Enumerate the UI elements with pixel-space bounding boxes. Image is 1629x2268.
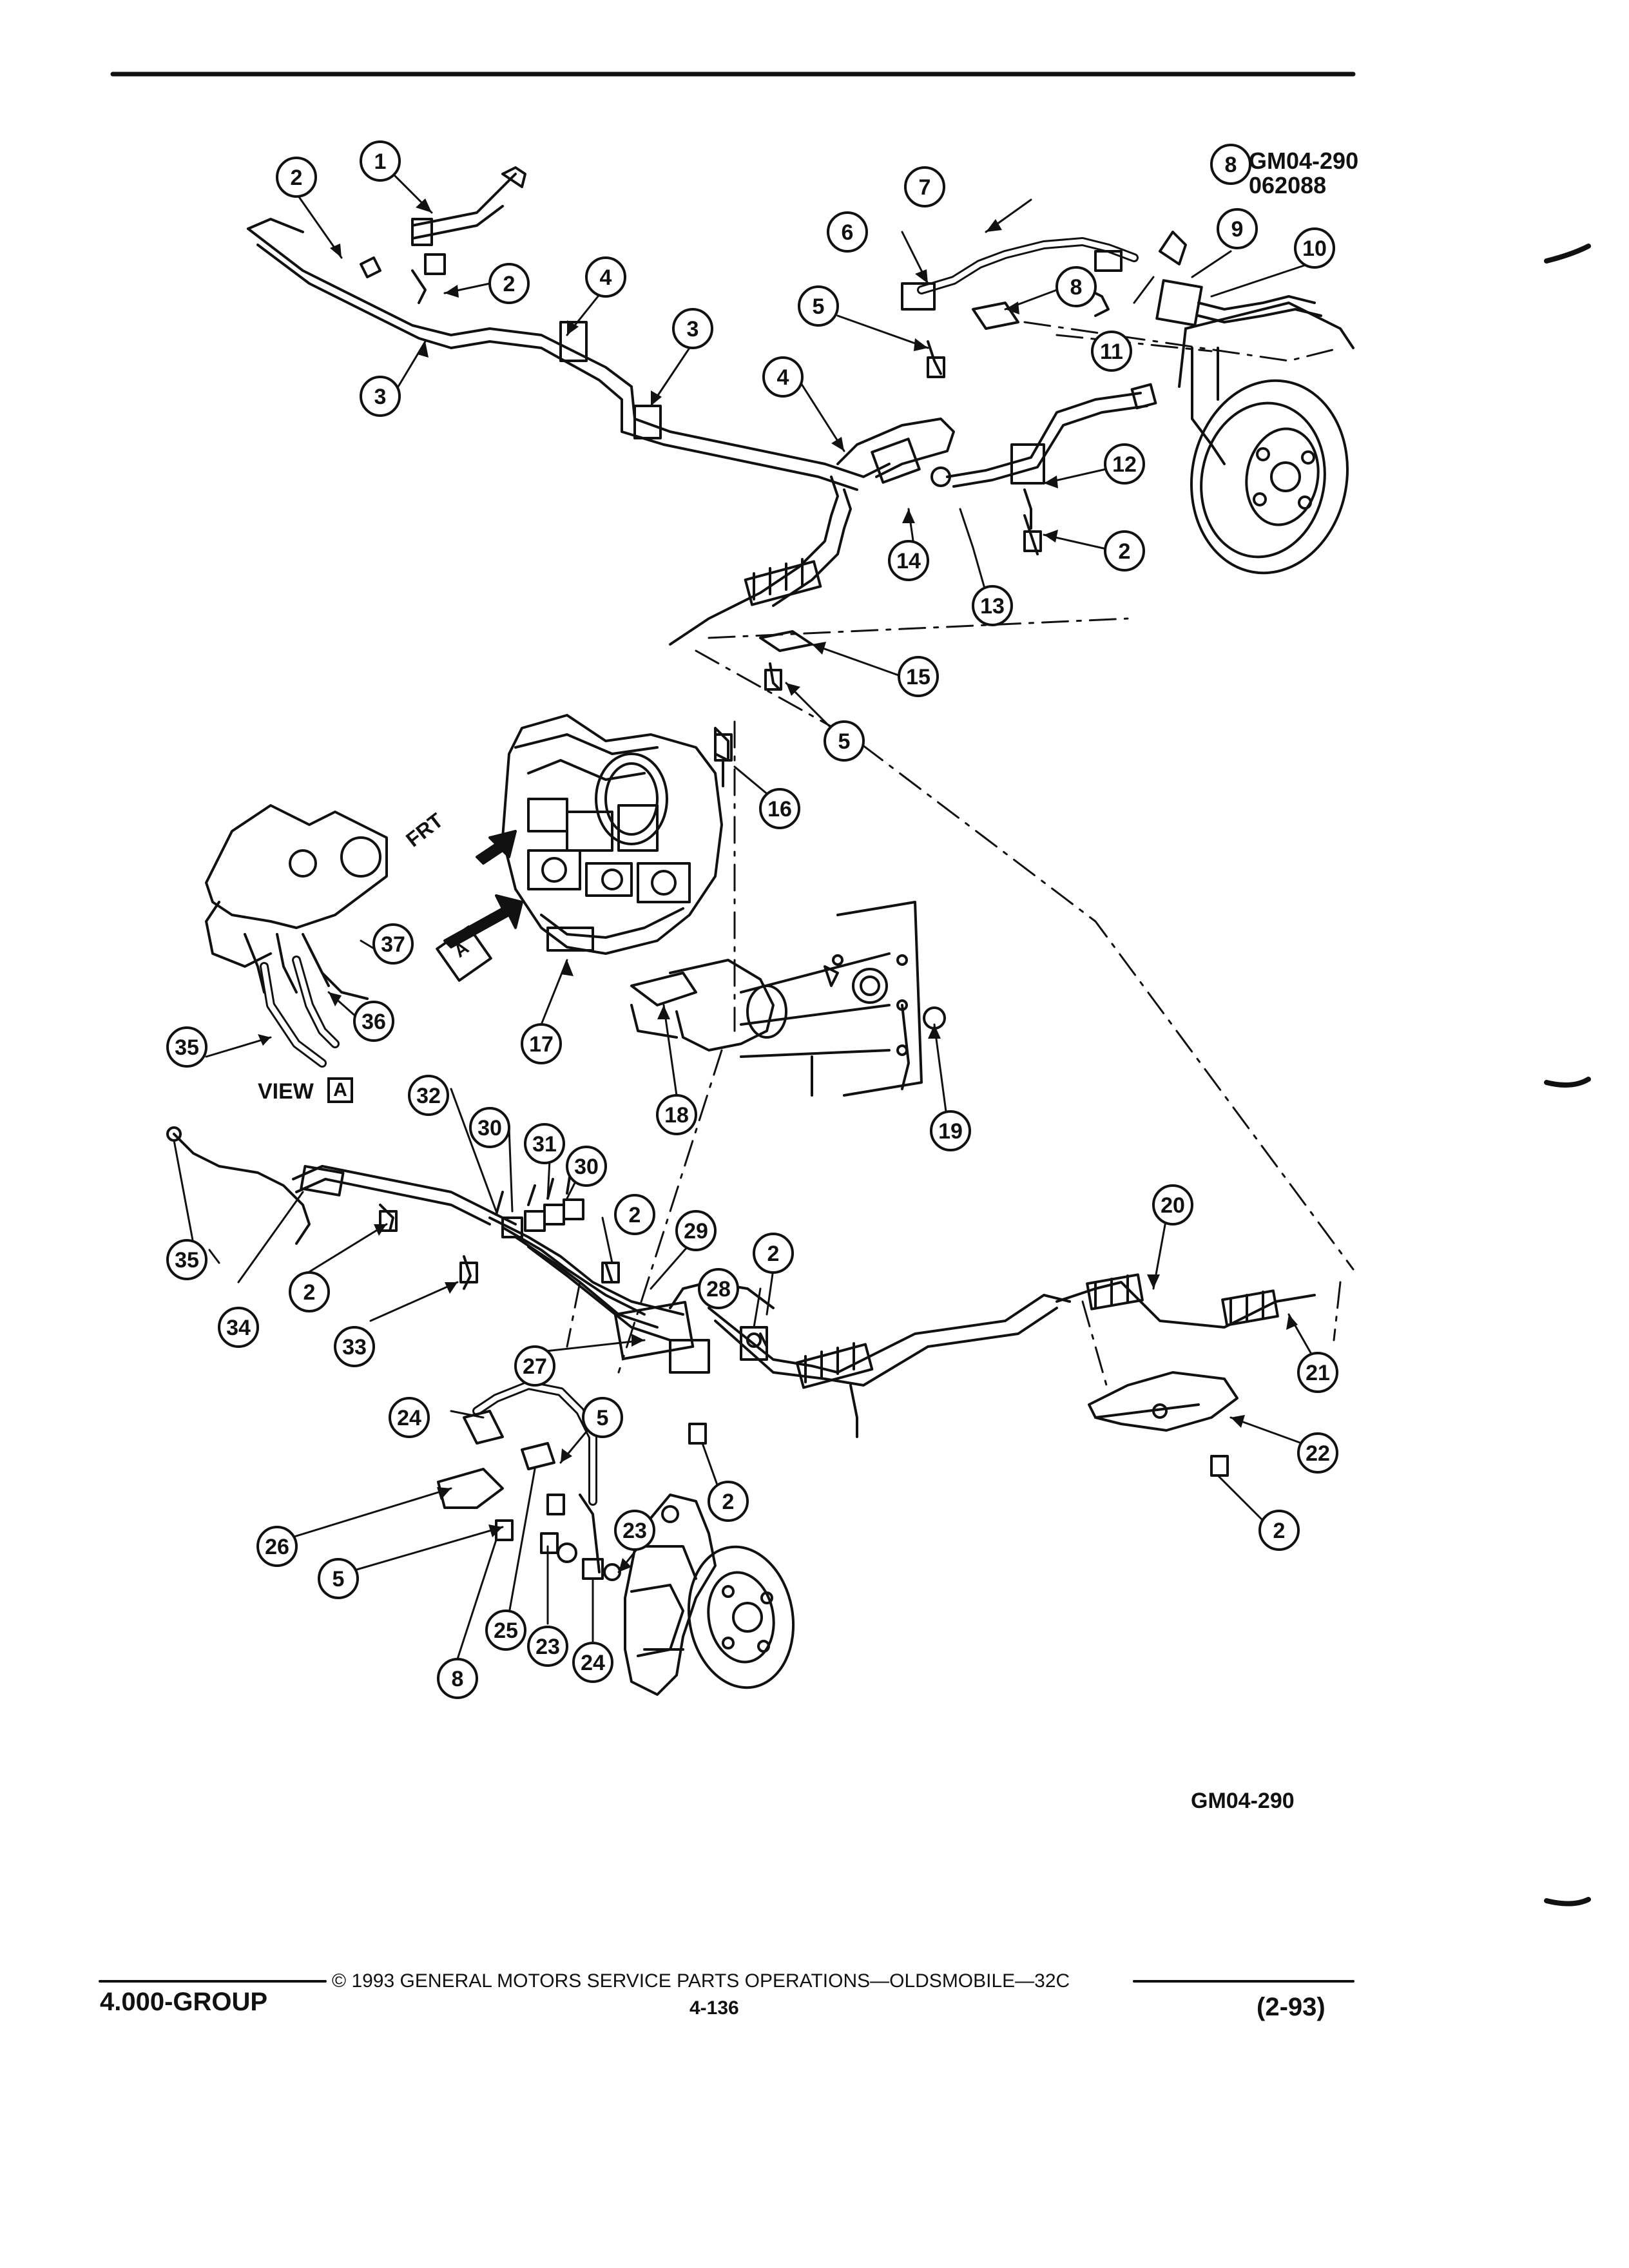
front-arrow [436,830,523,982]
callout-24: 24 [581,1651,605,1675]
callout-8: 8 [1070,275,1083,300]
callout-1: 1 [374,149,387,174]
footer-copyright: © 1993 GENERAL MOTORS SERVICE PARTS OPER… [332,1970,1070,1992]
callout-16: 16 [767,797,792,822]
callout-2: 2 [304,1280,316,1305]
callout-2: 2 [629,1203,641,1227]
rear-brake-pipe-assembly [247,166,1157,646]
fasteners-top [360,256,1042,555]
callout-8: 8 [1225,153,1237,177]
callout-30: 30 [574,1155,599,1179]
callout-5: 5 [333,1567,345,1591]
footer-page-number: 4-136 [689,1997,739,2019]
callout-numbers: 1 2 2 3 4 3 4 7 6 5 8 8 9 10 11 12 2 13 … [175,149,1330,1691]
footer-group: 4.000-GROUP [100,1988,268,2016]
brake-booster-pedal-bracket [630,901,946,1097]
callout-23: 23 [622,1519,647,1543]
callout-2: 2 [503,272,516,296]
rear-drum-brake [1178,302,1354,575]
callout-2: 2 [291,166,303,190]
callout-24: 24 [397,1406,421,1430]
callout-5: 5 [838,729,851,754]
callout-3: 3 [374,385,387,409]
fasteners-bottom [379,1204,1229,1581]
callout-20: 20 [1161,1193,1185,1218]
edge-mark-1 [1544,244,1591,264]
callout-26: 26 [265,1535,289,1559]
callout-21: 21 [1306,1361,1330,1385]
guide-lines [566,321,1354,1393]
callout-2: 2 [1273,1519,1286,1543]
callout-35: 35 [175,1035,199,1060]
callout-19: 19 [938,1119,963,1144]
callout-5: 5 [813,294,825,319]
callout-4: 4 [600,265,612,290]
callout-5: 5 [597,1406,609,1430]
callout-36: 36 [361,1010,386,1034]
callout-33: 33 [342,1335,367,1360]
callout-18: 18 [664,1103,689,1128]
left-engine-detail [205,804,388,1068]
view-label: VIEW [258,1079,314,1104]
hydraulic-modulator-unit [501,714,733,955]
arrowheads [258,198,1298,1572]
view-letter-box: A [327,1077,353,1103]
callout-35: 35 [175,1248,199,1273]
callout-22: 22 [1306,1441,1330,1466]
front-brake-hose [437,1381,604,1580]
callout-13: 13 [980,594,1005,619]
callout-29: 29 [684,1219,708,1244]
figure-id-top: GM04-290 [1249,148,1359,174]
junction-and-clip [744,558,822,691]
footer-date: (2-93) [1257,1993,1325,2021]
callout-10: 10 [1302,236,1327,261]
callout-37: 37 [381,932,405,957]
callout-2: 2 [1119,539,1131,564]
front-disc-brake-rotor [624,1494,795,1696]
front-brake-pipe-assembly [166,1126,1316,1438]
callout-23: 23 [535,1635,560,1659]
callout-9: 9 [1231,217,1244,242]
figure-date-code: 062088 [1249,172,1327,198]
callout-6: 6 [842,220,854,245]
callout-27: 27 [523,1354,547,1379]
edge-mark-2 [1544,1077,1591,1088]
callout-7: 7 [919,175,931,200]
callout-8: 8 [452,1667,464,1691]
callout-4: 4 [777,365,789,390]
callout-3: 3 [687,317,699,341]
callout-14: 14 [896,549,921,573]
callout-30: 30 [477,1116,502,1140]
callout-17: 17 [529,1032,554,1057]
figure-id-bottom: GM04-290 [1191,1789,1295,1813]
leader-lines [173,160,1316,1670]
callout-11: 11 [1100,340,1123,364]
callout-25: 25 [494,1619,518,1643]
callout-34: 34 [226,1316,251,1340]
callout-2: 2 [767,1242,780,1266]
callout-32: 32 [416,1084,441,1108]
callout-31: 31 [532,1132,557,1157]
edge-mark-3 [1544,1897,1591,1907]
callout-12: 12 [1112,452,1137,477]
callout-circles [166,140,1338,1699]
callout-2: 2 [722,1490,735,1514]
callout-28: 28 [706,1277,731,1302]
callout-15: 15 [906,665,930,689]
